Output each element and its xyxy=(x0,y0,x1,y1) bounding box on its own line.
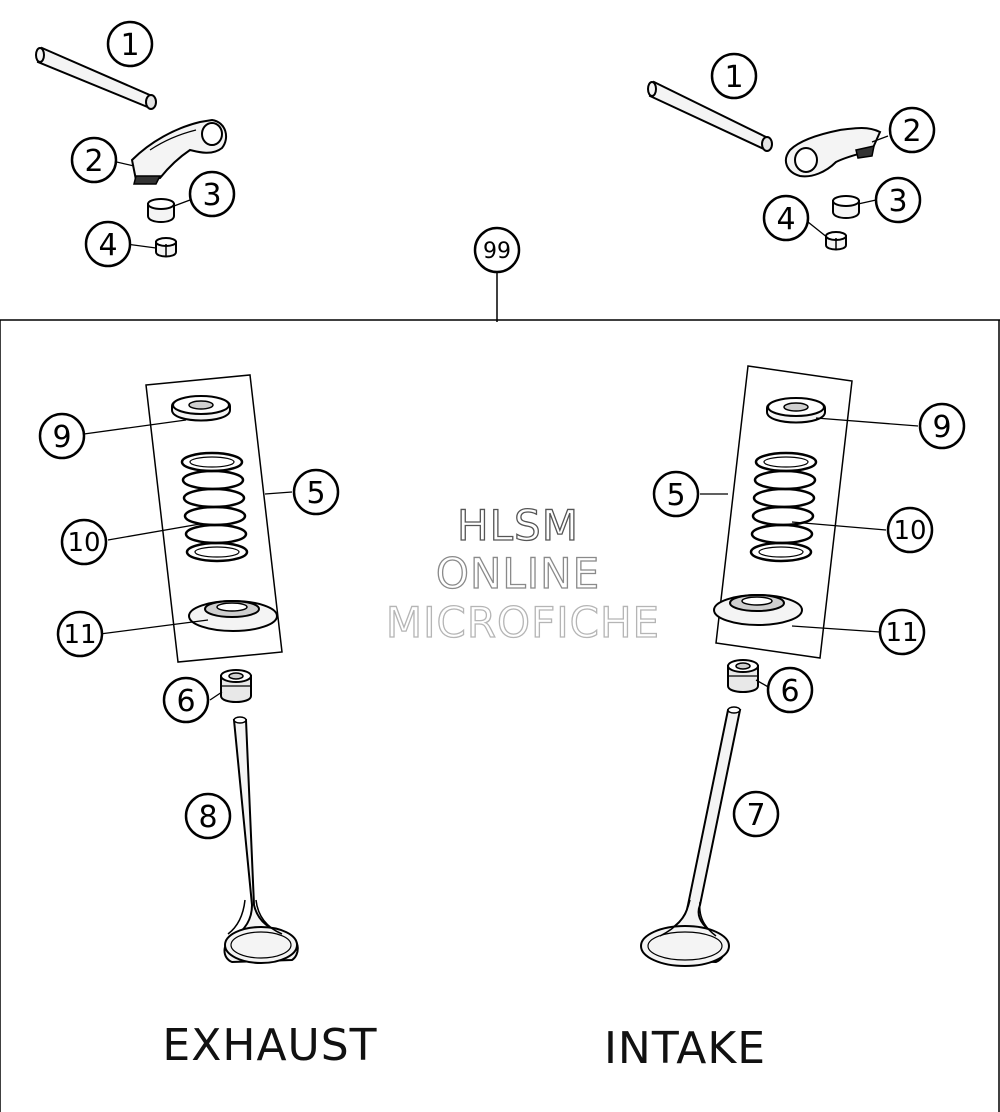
callout-label: 3 xyxy=(888,184,907,219)
callout-8: 8 xyxy=(184,792,232,840)
intake-label: INTAKE xyxy=(604,1023,766,1074)
callout-10-right: 10 xyxy=(886,506,934,554)
callout-99: 99 xyxy=(473,226,521,274)
spring-retainer-left xyxy=(171,395,231,422)
exhaust-valve xyxy=(223,716,299,964)
watermark-line-1: HLSM xyxy=(457,501,579,550)
callout-label: 9 xyxy=(932,410,951,445)
callout-label: 2 xyxy=(84,144,103,179)
callout-1-right: 1 xyxy=(710,52,758,100)
callout-3-left: 3 xyxy=(188,170,236,218)
valve-stem-seal-left xyxy=(220,669,252,703)
spring-kit-box-right xyxy=(715,365,853,659)
callout-label: 5 xyxy=(666,478,685,513)
leader-lines xyxy=(83,135,919,701)
watermark: HLSM ONLINE MICROFICHE xyxy=(385,500,660,647)
callout-label: 10 xyxy=(67,528,100,558)
callout-label: 9 xyxy=(52,420,71,455)
callout-label: 7 xyxy=(746,798,765,833)
callout-label: 3 xyxy=(202,178,221,213)
valve-stem-seal-right xyxy=(727,659,759,693)
callout-9-left: 9 xyxy=(38,412,86,460)
callout-label: 99 xyxy=(483,239,511,264)
callout-label: 1 xyxy=(724,60,743,95)
callout-4-left: 4 xyxy=(84,220,132,268)
rocker-arm-right xyxy=(784,127,882,178)
callout-10-left: 10 xyxy=(60,518,108,566)
callouts: 1 2 3 4 9 5 10 11 xyxy=(38,20,966,840)
callout-2-left: 2 xyxy=(70,136,118,184)
valve-pad-left xyxy=(147,198,175,223)
spring-seat-left xyxy=(188,600,278,632)
callout-2-right: 2 xyxy=(888,106,936,154)
callout-label: 4 xyxy=(98,228,117,263)
spring-seat-right xyxy=(713,594,803,626)
valve-collets-left xyxy=(155,237,177,258)
callout-label: 10 xyxy=(893,516,926,546)
exhaust-parts xyxy=(35,46,299,964)
valve-spring-left xyxy=(180,451,249,563)
callout-label: 5 xyxy=(306,476,325,511)
intake-parts xyxy=(640,80,882,967)
intake-valve xyxy=(640,706,742,967)
rocker-arm-left xyxy=(130,118,228,185)
callout-7: 7 xyxy=(732,790,780,838)
callout-label: 11 xyxy=(885,618,918,648)
callout-label: 11 xyxy=(63,620,96,650)
callout-6-left: 6 xyxy=(162,676,210,724)
rocker-shaft-right xyxy=(647,80,773,152)
valve-collets-right xyxy=(825,231,847,251)
spring-kit-box-left xyxy=(145,374,283,663)
callout-label: 4 xyxy=(776,202,795,237)
callout-5-right: 5 xyxy=(652,470,700,518)
callout-4-right: 4 xyxy=(762,194,810,242)
watermark-line-2: ONLINE xyxy=(436,549,600,598)
callout-9-right: 9 xyxy=(918,402,966,450)
valve-pad-right xyxy=(832,195,860,219)
valve-spring-right xyxy=(749,451,818,563)
callout-label: 6 xyxy=(176,684,195,719)
callout-5-left: 5 xyxy=(292,468,340,516)
callout-label: 6 xyxy=(780,674,799,709)
callout-3-right: 3 xyxy=(874,176,922,224)
callout-label: 1 xyxy=(120,28,139,63)
callout-11-left: 11 xyxy=(56,610,104,658)
exhaust-label: EXHAUST xyxy=(162,1020,377,1071)
rocker-shaft-left xyxy=(35,46,157,110)
callout-label: 8 xyxy=(198,800,217,835)
callout-1-left: 1 xyxy=(106,20,154,68)
callout-6-right: 6 xyxy=(766,666,814,714)
watermark-line-3: MICROFICHE xyxy=(386,598,660,647)
callout-11-right: 11 xyxy=(878,608,926,656)
spring-retainer-right xyxy=(766,397,826,424)
callout-label: 2 xyxy=(902,114,921,149)
assembly-frame xyxy=(0,272,1000,1112)
